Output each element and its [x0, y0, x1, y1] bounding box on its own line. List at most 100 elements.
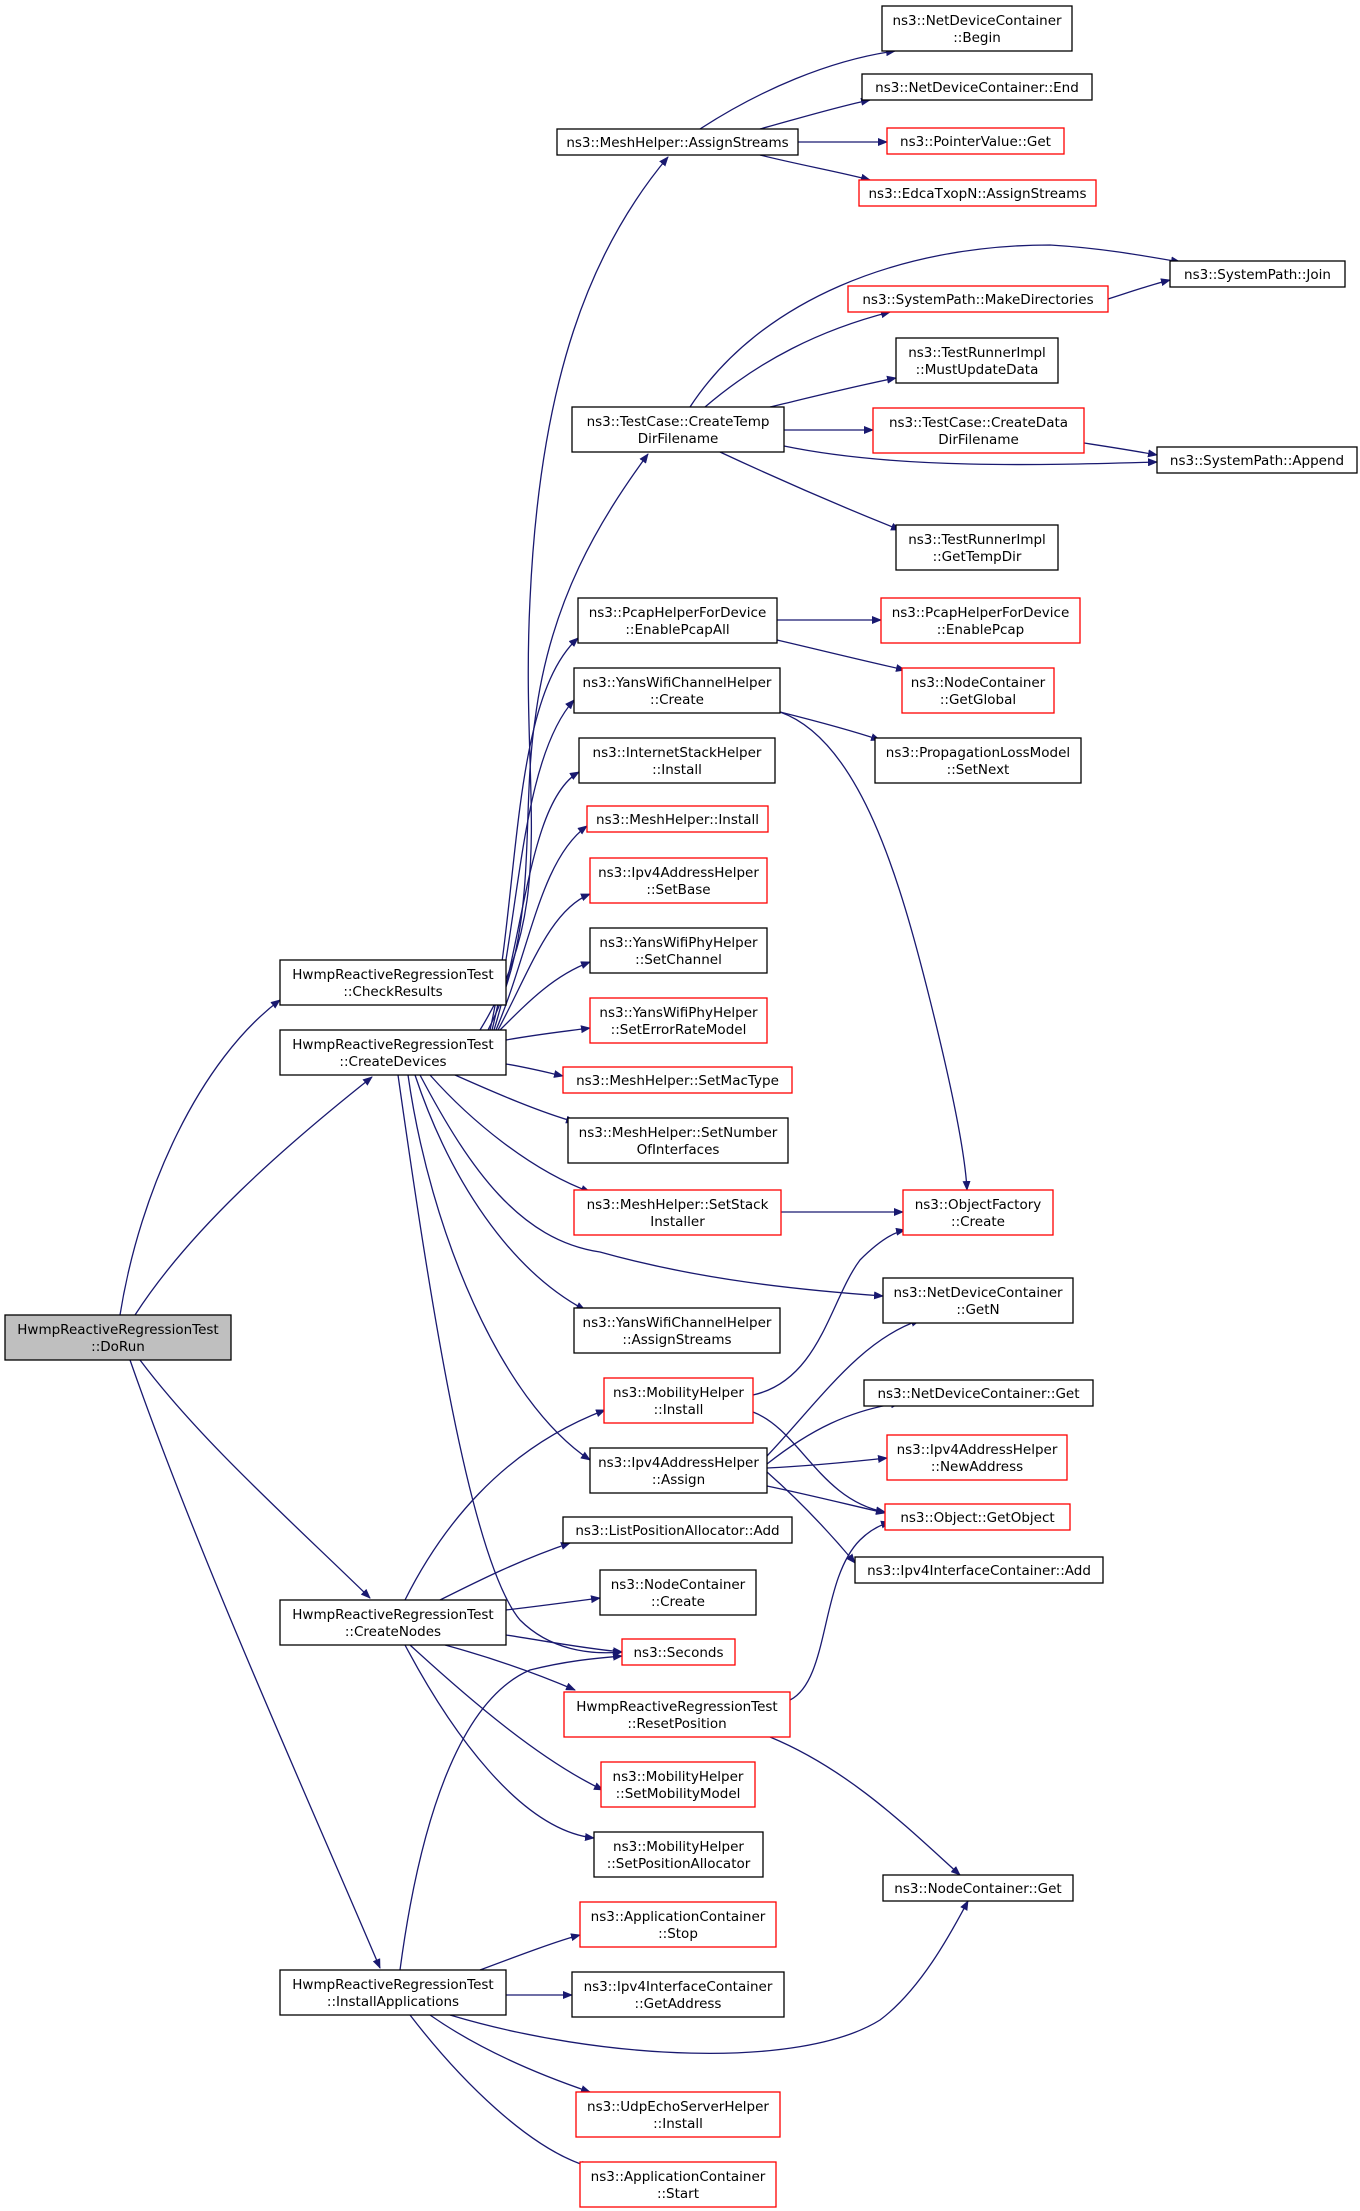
node-mh_setmactype[interactable]: ns3::MeshHelper::SetMacType	[562, 1066, 793, 1094]
node-mh_install[interactable]: ns3::MeshHelper::Install	[586, 805, 769, 833]
node-box	[886, 1434, 1068, 1481]
node-of_create[interactable]: ns3::ObjectFactory::Create	[902, 1189, 1054, 1236]
node-ndc_getn[interactable]: ns3::NetDeviceContainer::GetN	[882, 1277, 1074, 1324]
node-sp_join[interactable]: ns3::SystemPath::Join	[1169, 260, 1346, 288]
node-box	[854, 1556, 1104, 1584]
node-box	[573, 1307, 781, 1354]
edge-createnodes-to-lpa_add	[439, 1542, 571, 1601]
node-label: ns3::ApplicationContainer	[591, 2169, 766, 2185]
node-tri_gettemp[interactable]: ns3::TestRunnerImpl::GetTempDir	[895, 524, 1059, 571]
node-pcap_enableall[interactable]: ns3::PcapHelperForDevice::EnablePcapAll	[577, 597, 778, 644]
node-box	[575, 2091, 781, 2138]
node-ipv4ah_newaddr[interactable]: ns3::Ipv4AddressHelper::NewAddress	[886, 1434, 1068, 1481]
node-box	[573, 1189, 782, 1236]
node-label: ns3::MobilityHelper	[613, 1769, 744, 1785]
edge-dorun-to-installapps	[129, 1359, 381, 1969]
node-pv_get[interactable]: ns3::PointerValue::Get	[886, 127, 1065, 155]
node-ipv4ah_setbase[interactable]: ns3::Ipv4AddressHelper::SetBase	[589, 857, 768, 904]
edge-ipv4ah_assign-to-ipv4ic_add	[766, 1471, 856, 1564]
node-box	[895, 337, 1059, 384]
node-ndc_end[interactable]: ns3::NetDeviceContainer::End	[861, 73, 1093, 101]
node-installapps[interactable]: HwmpReactiveRegressionTest::InstallAppli…	[279, 1969, 507, 2016]
node-label: HwmpReactiveRegressionTest	[292, 1037, 493, 1053]
edge-tc_createtemp-to-sp_makedirs	[704, 310, 891, 408]
node-label: ns3::SystemPath::Append	[1170, 453, 1344, 469]
node-nc_getglobal[interactable]: ns3::NodeContainer::GetGlobal	[901, 667, 1055, 714]
node-box	[1169, 260, 1346, 288]
edge-createnodes-to-nc_create	[505, 1595, 601, 1611]
node-box	[600, 1761, 756, 1808]
node-sp_makedirs[interactable]: ns3::SystemPath::MakeDirectories	[847, 285, 1109, 313]
node-label: ns3::TestCase::CreateTemp	[587, 414, 770, 430]
node-mobh_setpa[interactable]: ns3::MobilityHelper::SetPositionAllocato…	[593, 1831, 764, 1878]
node-createdevices[interactable]: HwmpReactiveRegressionTest::CreateDevice…	[279, 1029, 507, 1076]
node-ipv4ah_assign[interactable]: ns3::Ipv4AddressHelper::Assign	[589, 1447, 768, 1494]
node-createnodes[interactable]: HwmpReactiveRegressionTest::CreateNodes	[279, 1599, 507, 1646]
node-obj_getobject[interactable]: ns3::Object::GetObject	[884, 1503, 1071, 1531]
node-ywch_create[interactable]: ns3::YansWifiChannelHelper::Create	[573, 667, 781, 714]
edge-tc_createtemp-to-tri_mustupdate	[769, 375, 897, 408]
node-pcap_enable[interactable]: ns3::PcapHelperForDevice::EnablePcap	[880, 597, 1081, 644]
edge-ipv4ah_assign-to-ipv4ah_newaddr	[766, 1454, 888, 1469]
node-ywch_assignstreams[interactable]: ns3::YansWifiChannelHelper::AssignStream…	[573, 1307, 781, 1354]
node-ac_stop[interactable]: ns3::ApplicationContainer::Stop	[579, 1901, 777, 1948]
node-box	[4, 1314, 232, 1361]
node-ipv4ic_getaddr[interactable]: ns3::Ipv4InterfaceContainer::GetAddress	[571, 1971, 785, 2018]
node-ish_install[interactable]: ns3::InternetStackHelper::Install	[578, 737, 776, 784]
node-label: ns3::TestRunnerImpl	[908, 345, 1046, 361]
node-label: ::AssignStreams	[622, 1332, 731, 1348]
node-tri_mustupdate[interactable]: ns3::TestRunnerImpl::MustUpdateData	[895, 337, 1059, 384]
node-label: ns3::Ipv4InterfaceContainer	[584, 1979, 773, 1995]
edge-createnodes-to-mobh_install	[404, 1409, 606, 1601]
edge-createdevices-to-ish_install	[493, 771, 580, 1031]
node-label: ::SetMobilityModel	[616, 1786, 741, 1802]
node-seconds[interactable]: ns3::Seconds	[621, 1638, 736, 1666]
edge-createdevices-to-mh_install	[495, 825, 588, 1031]
node-nc_create[interactable]: ns3::NodeContainer::Create	[599, 1569, 757, 1616]
node-sp_append[interactable]: ns3::SystemPath::Append	[1156, 446, 1358, 474]
node-resetpos[interactable]: HwmpReactiveRegressionTest::ResetPositio…	[563, 1691, 791, 1738]
node-label: ::CreateNodes	[345, 1624, 441, 1640]
node-ndc_begin[interactable]: ns3::NetDeviceContainer::Begin	[881, 5, 1073, 52]
node-box	[886, 127, 1065, 155]
edge-createnodes-to-mobh_setpa	[404, 1644, 595, 1841]
node-edca_assign[interactable]: ns3::EdcaTxopN::AssignStreams	[858, 179, 1097, 207]
node-box	[579, 2161, 777, 2208]
node-label: ns3::PcapHelperForDevice	[589, 605, 767, 621]
node-mh_assignstreams[interactable]: ns3::MeshHelper::AssignStreams	[556, 128, 799, 156]
node-uesh_install[interactable]: ns3::UdpEchoServerHelper::Install	[575, 2091, 781, 2138]
node-ywph_setchannel[interactable]: ns3::YansWifiPhyHelper::SetChannel	[589, 927, 768, 974]
node-ywph_seterm[interactable]: ns3::YansWifiPhyHelper::SetErrorRateMode…	[589, 997, 768, 1044]
node-box	[621, 1638, 736, 1666]
node-label: HwmpReactiveRegressionTest	[576, 1699, 777, 1715]
edge-mh_assignstreams-to-edca_assign	[759, 154, 871, 182]
edge-createdevices-to-ywch_assignstreams	[414, 1074, 586, 1311]
edge-mobh_install-to-of_create	[752, 1227, 906, 1396]
node-label: ns3::InternetStackHelper	[593, 745, 762, 761]
node-label: DirFilename	[938, 432, 1019, 448]
node-ipv4ic_add[interactable]: ns3::Ipv4InterfaceContainer::Add	[854, 1556, 1104, 1584]
edge-mobh_install-to-obj_getobject	[752, 1411, 886, 1515]
node-label: ns3::ApplicationContainer	[591, 1909, 766, 1925]
node-checkresults[interactable]: HwmpReactiveRegressionTest::CheckResults	[279, 959, 507, 1006]
node-mobh_setmm[interactable]: ns3::MobilityHelper::SetMobilityModel	[600, 1761, 756, 1808]
edge-createdevices-to-mh_setmactype	[505, 1063, 564, 1078]
node-label: ns3::Ipv4AddressHelper	[598, 1455, 759, 1471]
node-ndc_get[interactable]: ns3::NetDeviceContainer::Get	[863, 1379, 1094, 1407]
node-label: ::Install	[654, 1402, 704, 1418]
node-box	[577, 597, 778, 644]
node-ac_start[interactable]: ns3::ApplicationContainer::Start	[579, 2161, 777, 2208]
edge-createdevices-to-mh_setstack	[429, 1074, 591, 1193]
node-mobh_install[interactable]: ns3::MobilityHelper::Install	[603, 1377, 754, 1424]
node-label: ::SetPositionAllocator	[607, 1856, 751, 1872]
node-box	[874, 737, 1082, 784]
node-label: ns3::PcapHelperForDevice	[892, 605, 1070, 621]
edge-createnodes-to-seconds	[505, 1634, 623, 1656]
node-lpa_add[interactable]: ns3::ListPositionAllocator::Add	[562, 1516, 793, 1544]
node-plm_setnext[interactable]: ns3::PropagationLossModel::SetNext	[874, 737, 1082, 784]
node-nc_get[interactable]: ns3::NodeContainer::Get	[882, 1874, 1074, 1902]
